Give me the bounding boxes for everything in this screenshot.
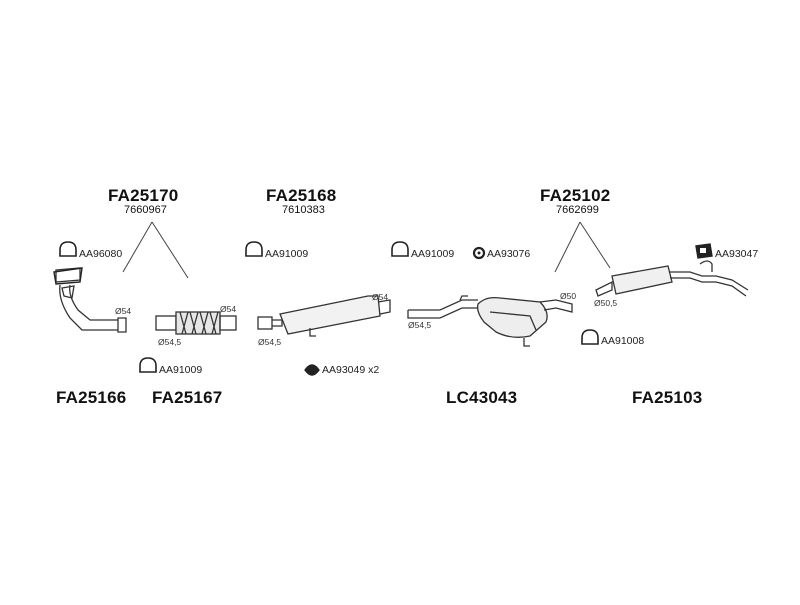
oe-number-7610383: 7610383 [282,204,325,216]
accessory-code-aa91009: AA91009 [411,248,455,260]
diameter-label: Ø54 [220,304,237,314]
clamp-aa91008-icon [581,329,599,345]
oe-number-7662699: 7662699 [556,204,599,216]
diameter-label: Ø54,5 [258,337,282,347]
ring-aa93076-icon [472,246,486,260]
clamp-aa96080-icon [59,241,77,257]
flex-pipe-fa25167 [155,311,237,335]
part-code-fa25166: FA25166 [56,388,127,407]
diameter-label: Ø50 [560,291,577,301]
callout-line [122,221,153,273]
part-code-lc43043: LC43043 [446,388,518,407]
diameter-label: Ø50,5 [594,298,618,308]
part-code-fa25170: FA25170 [108,186,179,205]
clamp-aa91009-icon [139,357,157,373]
callout-line [554,221,581,273]
rubber-mount-aa93049-icon [304,364,320,376]
clamp-aa91009-icon [391,241,409,257]
part-code-fa25168: FA25168 [266,186,337,205]
accessory-code-aa93049: AA93049 x2 [322,364,380,376]
callout-line [579,221,611,269]
rear-silencer-lc43043 [407,295,573,347]
flange-gasket-icon [53,267,83,285]
diameter-label: Ø54,5 [158,337,182,347]
accessory-code-aa93076: AA93076 [487,248,531,260]
middle-silencer-fa25168 [257,295,391,337]
accessory-code-aa91008: AA91008 [601,335,645,347]
accessory-code-aa93047: AA93047 [715,248,759,260]
part-code-fa25103: FA25103 [632,388,703,407]
accessory-code-aa96080: AA96080 [79,248,123,260]
part-code-fa25167: FA25167 [152,388,223,407]
diameter-label: Ø54 [115,306,132,316]
diameter-label: Ø54,5 [408,320,432,330]
tail-pipe-fa25103 [595,260,749,297]
part-code-fa25102: FA25102 [540,186,611,205]
oe-number-7660967: 7660967 [124,204,167,216]
accessory-code-aa91009: AA91009 [265,248,309,260]
downpipe-fa25166 [55,267,127,333]
diameter-label: Ø54 [372,292,389,302]
callout-line [151,221,189,279]
accessory-code-aa91009: AA91009 [159,364,203,376]
clamp-aa91009-icon [245,241,263,257]
